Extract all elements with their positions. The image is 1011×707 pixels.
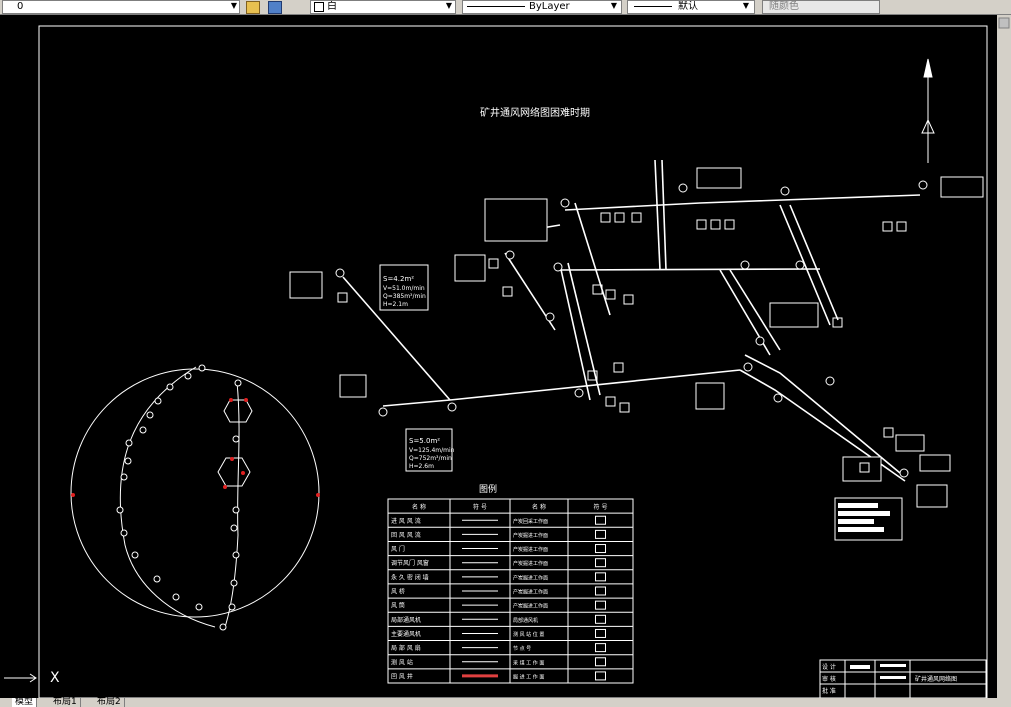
legend-cell-label: 局部通风机 <box>513 617 538 624</box>
legend-cell-label: 产炭掘进工作面 <box>513 532 548 539</box>
airway-label-2-line-1: S=5.0m² <box>409 437 440 445</box>
drawing-canvas[interactable]: 矿井通风网络图困难时期 <box>0 15 1011 699</box>
legend-header: 符 号 <box>594 503 608 511</box>
chevron-down-icon[interactable]: ▼ <box>445 1 453 10</box>
airway-label-1-line-1: S=4.2m² <box>383 275 414 283</box>
ucs-x-label: X <box>50 670 60 686</box>
legend-symbol <box>595 671 606 681</box>
lineweight-value: 默认 <box>678 1 698 12</box>
legend-table: 图例 名 称符 号名 称符 号进 风 风 流产炭回采工作面回 风 风 流产炭掘进… <box>387 483 634 684</box>
layout-tabs: 模型 布局1 布局2 <box>0 698 1011 707</box>
chevron-down-icon[interactable]: ▼ <box>230 1 238 10</box>
chevron-down-icon[interactable]: ▼ <box>610 1 618 10</box>
legend-header: 名 称 <box>412 503 426 511</box>
sheet-border <box>38 25 988 699</box>
legend-cell-label: 风 桥 <box>391 588 405 596</box>
linetype-dropdown[interactable]: ByLayer <box>462 0 622 14</box>
tab-layout2[interactable]: 布局2 <box>94 698 125 707</box>
legend-cell-label: 局 部 风 扇 <box>391 644 421 652</box>
ucs-axis-icon <box>4 673 37 683</box>
titleblock-row-1: 设 计 <box>822 663 836 671</box>
legend-symbol <box>595 628 606 638</box>
legend-cells: 名 称符 号名 称符 号进 风 风 流产炭回采工作面回 风 风 流产炭掘进工作面… <box>391 503 607 680</box>
annotation-boxes <box>289 167 984 541</box>
legend-cell-label: 测 风 站 位 置 <box>513 631 544 638</box>
drawing-svg: 矿井通风网络图困难时期 <box>4 15 1011 699</box>
legend-cell-label: 进 风 风 流 <box>391 517 421 525</box>
equipment-symbols <box>337 212 907 473</box>
north-arrow-icon <box>921 58 935 163</box>
legend-cell-label: 掘 进 工 作 面 <box>513 673 544 680</box>
legend-cell-label: 回 风 井 <box>391 672 413 680</box>
drawing-title: 矿井通风网络图困难时期 <box>480 106 590 119</box>
airway-label-1-line-4: H=2.1m <box>383 301 408 308</box>
legend-symbol <box>595 657 606 667</box>
legend-cell-label: 回 风 风 流 <box>391 531 421 539</box>
titleblock-row-2: 审 核 <box>822 675 836 683</box>
airway-label-2-line-3: Q=752m³/min <box>409 455 452 462</box>
title-block-fills <box>850 664 906 679</box>
legend-symbol <box>595 586 606 596</box>
legend-symbol <box>595 558 606 568</box>
legend-cell-label: 产炭掘进工作面 <box>513 560 548 567</box>
legend-cell-label: 产炭掘进工作面 <box>513 589 548 596</box>
linetype-value: ByLayer <box>529 1 570 12</box>
network-nodes <box>335 180 928 478</box>
scroll-up-button[interactable] <box>998 17 1010 29</box>
legend-cell-label: 采 煤 工 作 面 <box>513 659 544 666</box>
titleblock-row-3: 批 准 <box>822 687 836 695</box>
legend-cell-label: 产炭回采工作面 <box>513 518 548 525</box>
legend-cell-label: 节 点 号 <box>513 646 531 652</box>
legend-symbol <box>595 600 606 610</box>
layer-states-icon[interactable] <box>268 1 282 14</box>
solid-bars <box>838 503 890 532</box>
properties-toolbar: 0 ▼ 白 ▼ ByLayer ▼ 默认 ▼ 随颜色 <box>0 0 1011 15</box>
legend-cell-label: 风 门 <box>391 545 405 553</box>
legend-title: 图例 <box>479 483 497 495</box>
legend-symbol <box>595 572 606 582</box>
layer-dropdown[interactable]: 0 <box>2 0 240 14</box>
legend-grid <box>388 499 633 683</box>
tab-layout1[interactable]: 布局1 <box>50 698 81 707</box>
vertical-scrollbar[interactable] <box>997 15 1011 698</box>
airway-label-2-line-4: H=2.6m <box>409 463 434 470</box>
legend-cell-label: 主要通风机 <box>391 630 421 638</box>
airway-label-2: S=5.0m² V=125.4m/min Q=752m³/min H=2.6m <box>405 428 455 472</box>
legend-symbol <box>595 529 606 539</box>
legend-symbol <box>595 515 606 525</box>
airway-label-1: S=4.2m² V=51.0m/min Q=385m³/min H=2.1m <box>379 264 429 311</box>
airway-label-2-line-2: V=125.4m/min <box>409 447 455 454</box>
titleblock-org: 矿井通风网络图 <box>915 675 957 683</box>
legend-cell-label: 风 筒 <box>391 602 405 610</box>
legend-header: 名 称 <box>532 503 546 511</box>
legend-cell-label: 局部通风机 <box>391 616 421 624</box>
plotstyle-value: 随颜色 <box>769 1 799 12</box>
color-dropdown[interactable]: 白 <box>310 0 456 14</box>
plotstyle-dropdown[interactable]: 随颜色 <box>762 0 880 14</box>
shaft-plan-view <box>70 364 320 631</box>
legend-cell-label: 调节风门 风窗 <box>391 559 429 567</box>
lineweight-sample <box>634 6 672 7</box>
airway-label-1-line-3: Q=385m³/min <box>383 293 426 300</box>
color-swatch <box>314 2 324 12</box>
legend-cell-label: 测 风 站 <box>391 658 413 666</box>
legend-symbol <box>595 544 606 554</box>
legend-cell-label: 永 久 密 闭 墙 <box>391 573 429 581</box>
linetype-sample <box>467 6 525 7</box>
layer-value: 0 <box>17 1 24 12</box>
legend-header: 符 号 <box>473 503 487 511</box>
chevron-down-icon[interactable]: ▼ <box>742 1 750 10</box>
lineweight-dropdown[interactable]: 默认 <box>627 0 755 14</box>
layer-stack-icon[interactable] <box>246 1 260 14</box>
legend-symbol <box>595 643 606 653</box>
airway-label-1-line-2: V=51.0m/min <box>383 285 425 292</box>
legend-symbol <box>595 614 606 624</box>
color-value: 白 <box>327 1 337 12</box>
legend-cell-label: 产炭掘进工作面 <box>513 574 548 581</box>
tab-model[interactable]: 模型 <box>12 698 38 707</box>
legend-cell-label: 产炭掘进工作面 <box>513 603 548 610</box>
legend-cell-label: 产炭掘进工作面 <box>513 546 548 553</box>
